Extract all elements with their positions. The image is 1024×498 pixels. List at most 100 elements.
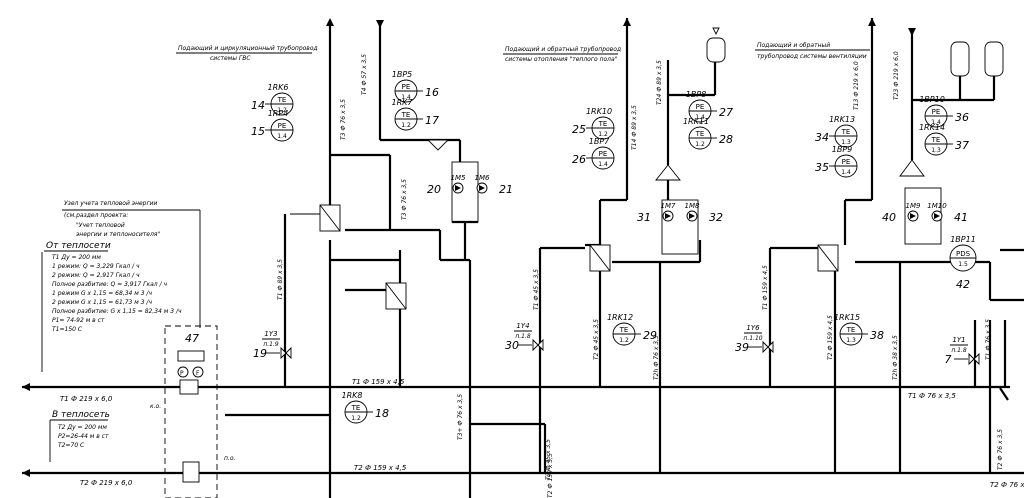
- instrument-range: 1.3: [841, 139, 851, 146]
- from-line: 1 режим: Q = 3,229 Гкал / ч: [52, 263, 140, 270]
- pipe-t2-159-label: Т2 Ф 159 х 4,5: [354, 464, 407, 472]
- instrument-tag: 1RK11: [683, 117, 709, 126]
- instrument-range: 1.2: [401, 122, 411, 129]
- instrument-type: PE: [842, 158, 851, 166]
- valve-ref: п.1.8: [515, 333, 531, 340]
- instrument-range: 1.5: [958, 261, 968, 268]
- pipe-t2-76-right-label: Т2 Ф 76 х 3,5: [990, 481, 1024, 489]
- instrument-number: 36: [955, 111, 969, 124]
- from-line: 2 режим: Q = 2,917 Гкал / ч: [52, 272, 140, 279]
- instrument-number: 16: [425, 86, 439, 99]
- vpipe-label: Т2h Ф 76 х 3,5: [653, 335, 660, 380]
- from-line: Полное разбитие: G x 1,15 = 82,34 м 3 /ч: [52, 308, 182, 315]
- instrument-tag: 1RK12: [607, 313, 633, 322]
- vpipe-label: Т3 Ф 76 х 3,5: [401, 179, 408, 220]
- pipe-t1-76-right-label: Т1 Ф 76 х 3,5: [908, 392, 956, 400]
- instrument-number: 15: [251, 125, 265, 138]
- instrument-tag: 1RK10: [586, 107, 612, 116]
- pipe-t1-159-label: Т1 Ф 159 х 4,5: [352, 378, 405, 386]
- instrument-range: 1.3: [846, 337, 856, 344]
- header-floor-line2: системы отопления "теплого пола": [505, 56, 618, 63]
- instrument-type: TE: [695, 130, 705, 138]
- metering-box-number: 47: [185, 332, 199, 345]
- header-hvs-line1: Подающий и циркуляционный трубопровод: [178, 45, 318, 52]
- instrument-type: PE: [696, 103, 705, 111]
- pump-arrow: [689, 213, 695, 219]
- instrument-tag: 1RP4: [268, 109, 289, 118]
- vpipe-label: Т3+ Ф 76 х 3,5: [457, 394, 464, 440]
- to-line: Т2 Ду = 200 мм: [58, 424, 107, 431]
- pump-number: 21: [499, 183, 513, 196]
- instrument-tag: 1BP8: [686, 90, 707, 99]
- instrument-number: 38: [870, 329, 884, 342]
- valve-tag: 1Y1: [952, 336, 965, 344]
- po-label: п.о.: [224, 455, 236, 462]
- instrument-tag: 1RK14: [919, 123, 945, 132]
- valve-ref: п.1.9: [263, 341, 279, 348]
- pump-tag: 1M6: [475, 174, 490, 182]
- instrument-number: 17: [425, 114, 439, 127]
- instrument-tag: 1RK7: [392, 98, 414, 107]
- meter-note-line: "Учет тепловой: [76, 222, 125, 229]
- instrument-range: 1.4: [695, 114, 705, 121]
- from-line: Т1 Ду = 200 мм: [52, 254, 101, 261]
- meter-note-line: энергии и теплоносителя": [76, 231, 160, 238]
- instrument-number: 18: [375, 407, 389, 420]
- instrument-type: PE: [278, 122, 287, 130]
- to-line: Т2=70 С: [58, 442, 85, 449]
- pump-arrow: [455, 185, 461, 191]
- instrument-number: 27: [719, 106, 733, 119]
- vpipe-label: Т14 Ф 89 х 3,5: [631, 105, 638, 150]
- from-network-title: От теплосети: [46, 241, 111, 251]
- pump-number: 41: [954, 211, 968, 224]
- pump-tag: 1M7: [661, 202, 676, 210]
- pump-1m8: 1M8 32: [685, 202, 723, 224]
- instrument-number: 14: [251, 99, 265, 112]
- instrument-type: TE: [598, 120, 608, 128]
- from-line: Т1=150 С: [52, 326, 83, 333]
- pump-arrow: [665, 213, 671, 219]
- pump-number: 32: [709, 211, 723, 224]
- pump-tag: 1M8: [685, 202, 700, 210]
- instrument-number: 28: [719, 133, 733, 146]
- pump-number: 40: [882, 211, 896, 224]
- vpipe-label: Т1 Ф 89 х 3,5: [277, 259, 284, 300]
- vpipe-label: Т23 Ф 219 х 6,0: [893, 51, 900, 100]
- instrument-type: TE: [351, 404, 361, 412]
- instrument-number: 34: [815, 131, 829, 144]
- pump-arrow: [934, 213, 940, 219]
- instrument-tag: 1BP9: [832, 145, 853, 154]
- valve-number: 39: [735, 341, 749, 354]
- meter-small-labels: к.о. п.о.: [150, 403, 236, 462]
- instrument-range: 1.3: [931, 147, 941, 154]
- pump-1m6: 1M6 21: [475, 174, 513, 196]
- vpipe-label: Т3 Ф 76 х 3,5: [340, 99, 347, 140]
- header-floor-line1: Подающий и обратный трубопровод: [505, 46, 621, 53]
- instrument-tag: 1RK8: [342, 391, 363, 400]
- instrument-type: PE: [402, 83, 411, 91]
- valve-symbol: [532, 338, 544, 352]
- instrument-number: 37: [955, 139, 969, 152]
- header-hvs-line2: системы ГВС: [210, 55, 251, 62]
- meter-note-title: Узел учета тепловой энергии: [64, 200, 158, 207]
- instrument-tag: 1BP5: [392, 70, 413, 79]
- instrument-number: 42: [956, 278, 970, 291]
- vpipe-label: Т1 Ф 45 х 3,5: [533, 269, 540, 310]
- instrument-type: PE: [599, 150, 608, 158]
- instrument-range: 1.2: [598, 131, 608, 138]
- valve-tag: 1Y6: [746, 324, 760, 332]
